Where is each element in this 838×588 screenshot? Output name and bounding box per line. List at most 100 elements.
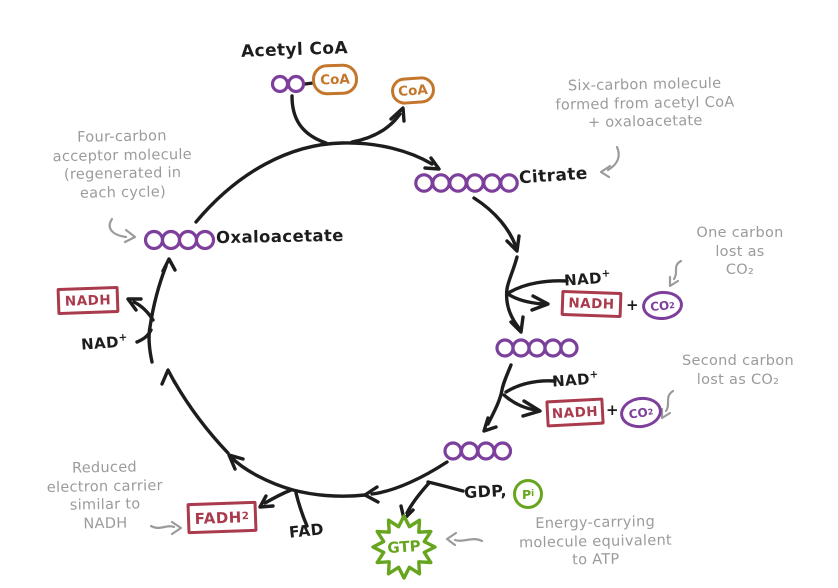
carbon-circle bbox=[499, 173, 519, 193]
carbon-circle bbox=[443, 441, 463, 461]
four-carbon-molecule bbox=[443, 441, 513, 461]
annotation-six-carbon: Six-carbon molecule formed from acetyl C… bbox=[500, 73, 791, 134]
carbon-circle bbox=[559, 338, 579, 358]
squiggle-arrowhead-one-carbon bbox=[668, 275, 680, 288]
annotation-line: CO₂ bbox=[725, 262, 755, 279]
arrowhead-lower-left bbox=[227, 453, 245, 471]
squiggle-to-fadh2 bbox=[149, 524, 176, 529]
fadh2-arrow bbox=[263, 488, 293, 505]
annotation-line: lost as bbox=[715, 243, 765, 260]
carbon-circle bbox=[511, 338, 531, 358]
oxaloacetate-label: Oxaloacetate bbox=[215, 225, 344, 248]
nad-base: NAD bbox=[80, 333, 120, 354]
carbon-circle bbox=[143, 229, 165, 251]
annotation-line: each cycle) bbox=[79, 183, 167, 202]
squiggle-to-citrate bbox=[606, 145, 620, 172]
carbon-circle bbox=[448, 173, 468, 193]
squiggle-arrowhead-citrate bbox=[599, 164, 612, 179]
annotation-four-carbon: Four-carbon acceptor molecule (regenerat… bbox=[24, 126, 220, 204]
nadh-box-right-1: NADH bbox=[560, 289, 623, 319]
arc-citrate-down bbox=[472, 196, 518, 249]
nad-base: NAD bbox=[551, 370, 591, 391]
arrowhead-nadh-left bbox=[126, 297, 143, 312]
squiggle-one-carbon bbox=[672, 259, 683, 281]
carbon-circle bbox=[177, 229, 199, 251]
coa-exit-badge: CoA bbox=[390, 75, 436, 106]
nadh-box-right-2: NADH bbox=[545, 397, 605, 428]
annotation-one-carbon: One carbon lost as CO₂ bbox=[650, 224, 830, 280]
pi-base: P bbox=[521, 486, 532, 502]
co2-sub: 2 bbox=[646, 405, 654, 417]
squiggle-to-gtp bbox=[453, 538, 484, 543]
annotation-energy: Energy-carrying molecule equivalent to A… bbox=[468, 512, 724, 572]
plus-sign-1: + bbox=[626, 296, 639, 314]
acetyl-input-curve bbox=[290, 94, 328, 145]
nad-sup: + bbox=[589, 368, 600, 381]
nadh-arrow-two bbox=[502, 393, 537, 412]
citrate-molecule bbox=[414, 173, 519, 193]
gdp-label: GDP, bbox=[463, 480, 508, 503]
carbon-circle bbox=[465, 173, 485, 193]
arrowhead-left-up bbox=[160, 368, 177, 386]
acetyl-coa-label: Acetyl CoA bbox=[240, 38, 349, 62]
oxaloacetate-molecule bbox=[143, 229, 216, 251]
arrowhead-citrate-down bbox=[505, 234, 521, 253]
carbon-circle bbox=[286, 74, 306, 94]
arrowhead-to-four-carbon bbox=[482, 416, 498, 433]
fad-label: FAD bbox=[288, 520, 325, 542]
annotation-second-carbon: Second carbon lost as CO₂ bbox=[648, 352, 828, 389]
arrowhead-nadh-two bbox=[521, 399, 542, 418]
nadh-arrow-one bbox=[506, 292, 545, 306]
carbon-circle bbox=[527, 338, 547, 358]
nad-base: NAD bbox=[563, 269, 603, 290]
gtp-label: GTP bbox=[386, 536, 422, 558]
arrowhead-to-oxaloacetate bbox=[161, 257, 177, 273]
carbon-circle bbox=[431, 173, 451, 193]
carbon-circle bbox=[476, 441, 496, 461]
carbon-circle bbox=[459, 441, 480, 461]
acetyl-molecule bbox=[270, 74, 306, 94]
squiggle-arrowhead-oxaloacetate bbox=[123, 228, 137, 244]
carbon-circle bbox=[194, 229, 216, 251]
arrowhead-fadh2 bbox=[258, 494, 275, 509]
arrowhead-coa-exit bbox=[389, 106, 406, 123]
arc-left-lower bbox=[172, 379, 230, 455]
carbon-circle bbox=[492, 441, 513, 461]
arc-branch-two bbox=[486, 363, 513, 426]
nadh-box-left: NADH bbox=[56, 285, 120, 316]
annotation-reduced: Reduced electron carrier similar to NADH bbox=[29, 458, 180, 535]
fadh2-base: FADH bbox=[194, 507, 243, 528]
carbon-circle bbox=[160, 229, 182, 251]
cycle-arc-top bbox=[194, 141, 434, 224]
nadh-arrow-left bbox=[132, 300, 155, 322]
squiggle-arrowhead-gtp bbox=[445, 531, 458, 547]
nad-curve-one bbox=[508, 279, 569, 294]
arrowhead-to-five-carbon bbox=[509, 315, 525, 334]
gtp-arrow bbox=[405, 481, 431, 515]
nad-curve-two bbox=[504, 379, 557, 394]
annotation-line: acceptor molecule bbox=[52, 146, 193, 165]
nad-curve-left bbox=[135, 328, 153, 344]
annotation-line: Second carbon bbox=[682, 353, 794, 369]
squiggle-to-oxaloacetate bbox=[108, 217, 128, 239]
co2-sub: 2 bbox=[668, 299, 676, 310]
carbon-circle bbox=[270, 74, 290, 94]
arc-branch-one bbox=[504, 255, 521, 330]
nad-plus-label-right-2: NAD+ bbox=[551, 368, 599, 390]
plus-sign-2: + bbox=[606, 401, 619, 419]
arc-left-upper bbox=[147, 264, 168, 364]
annotation-line: NADH bbox=[83, 515, 128, 533]
annotation-line: lost as CO₂ bbox=[696, 371, 780, 388]
arc-bottom-left bbox=[230, 456, 367, 498]
five-carbon-molecule bbox=[495, 338, 579, 358]
pi-sub: i bbox=[531, 489, 535, 499]
nad-plus-label-right-1: NAD+ bbox=[563, 267, 611, 289]
gtp-starburst bbox=[371, 514, 437, 580]
carbon-circle bbox=[414, 173, 434, 193]
gdp-curve bbox=[426, 480, 465, 493]
carbon-circle bbox=[482, 173, 502, 193]
